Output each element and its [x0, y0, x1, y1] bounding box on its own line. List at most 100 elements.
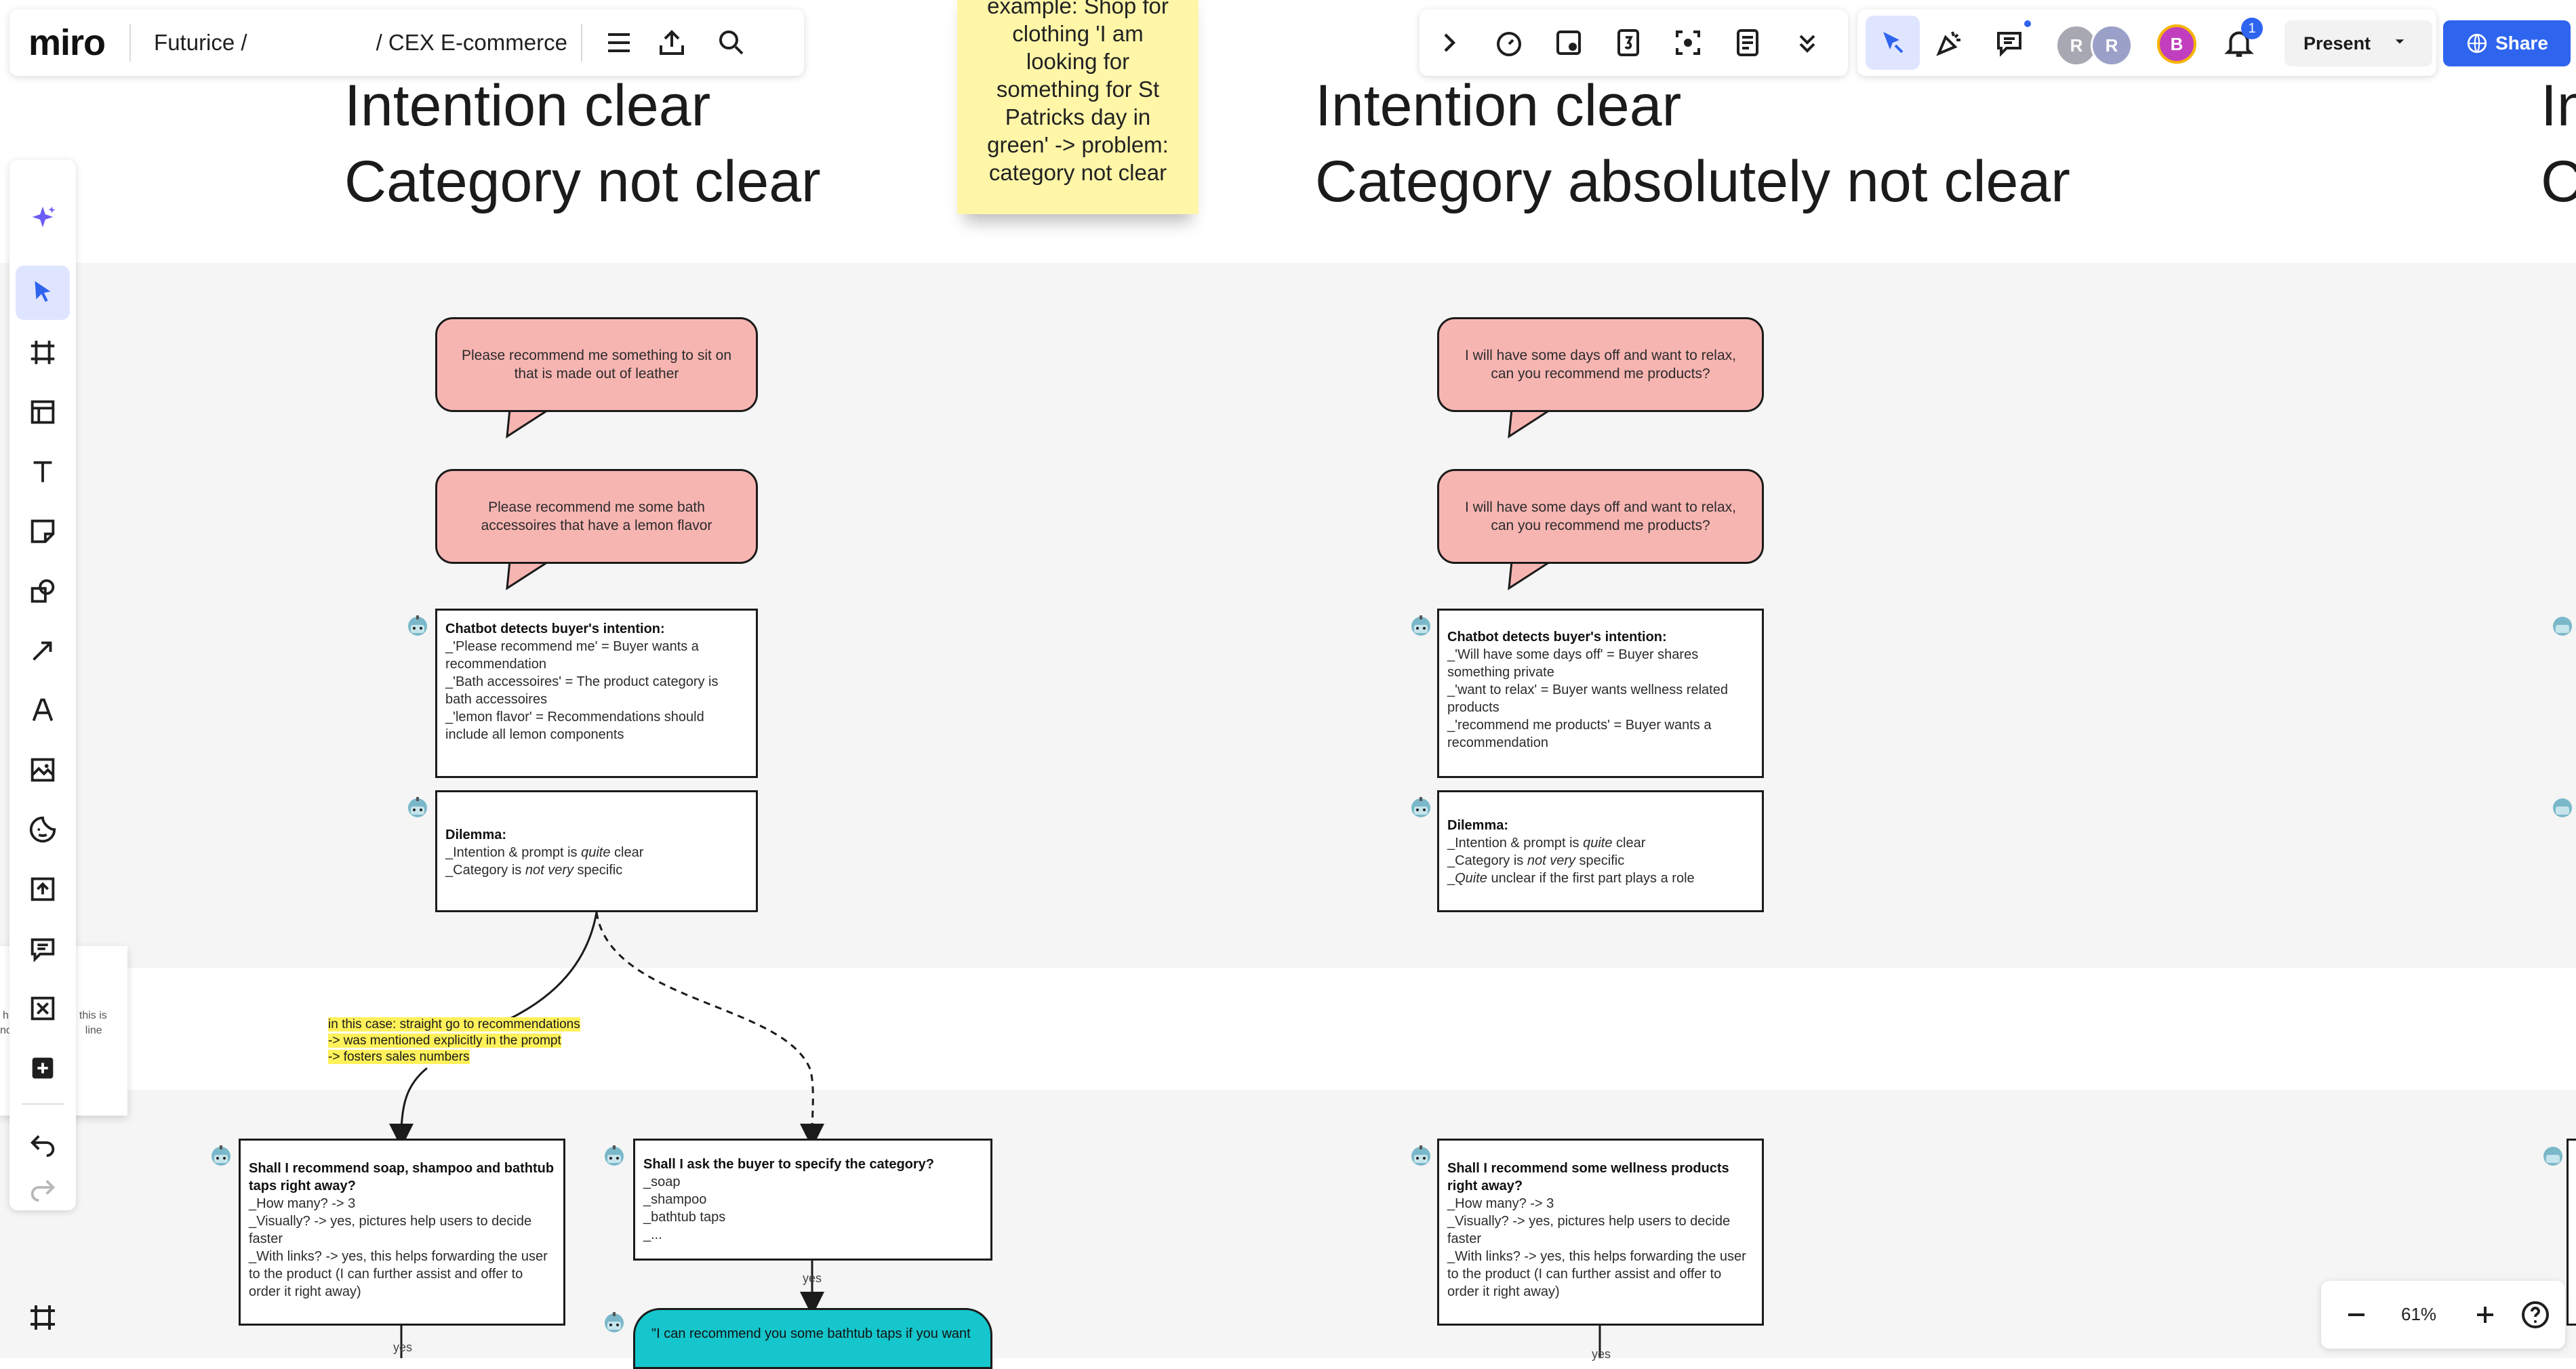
text-emphasis: quite	[581, 845, 611, 860]
present-label: Present	[2303, 33, 2371, 54]
col3-heading-line1[interactable]: In	[2541, 73, 2576, 138]
pen-tool-icon[interactable]	[16, 683, 70, 737]
reactions-icon[interactable]	[1920, 13, 1979, 73]
timer-icon[interactable]	[1479, 13, 1539, 73]
cyan-text: "I can recommend you some bathtub taps i…	[651, 1326, 971, 1341]
col1-cyan-response[interactable]: "I can recommend you some bathtub taps i…	[633, 1308, 992, 1369]
notes-icon[interactable]	[1718, 13, 1777, 73]
sticker-tool-icon[interactable]	[16, 802, 70, 857]
col1-highlight-note[interactable]: in this case: straight go to recommendat…	[328, 1017, 586, 1065]
divider	[580, 24, 582, 62]
col1-heading-line2[interactable]: Category not clear	[344, 149, 821, 214]
share-label: Share	[2495, 33, 2548, 54]
comment-tool-icon[interactable]	[16, 922, 70, 976]
col2-detect-title: Chatbot detects buyer's intention:	[1447, 630, 1667, 645]
col1-rec-yes-label: yes	[393, 1341, 413, 1354]
col2-dilemma-title: Dilemma:	[1447, 818, 1509, 833]
select-tool-icon[interactable]	[16, 266, 70, 320]
col2-bubble-1[interactable]: I will have some days off and want to re…	[1437, 317, 1764, 412]
bubble-tail	[506, 408, 550, 438]
crossed-box-tool-icon[interactable]	[16, 981, 70, 1036]
chevron-right-icon[interactable]	[1420, 13, 1479, 73]
col2-rec-line: _With links? -> yes, this helps forwardi…	[1447, 1249, 1746, 1299]
avatar[interactable]: R	[2055, 24, 2097, 66]
text-emphasis: not very	[525, 863, 573, 878]
present-button[interactable]: Present	[2285, 20, 2432, 66]
layout-tool-icon[interactable]	[16, 385, 70, 439]
col3-heading-line2[interactable]: C	[2541, 149, 2576, 214]
undo-icon[interactable]	[16, 1116, 70, 1170]
col2-rec-box[interactable]: Shall I recommend some wellness products…	[1437, 1139, 1764, 1326]
col1-heading-line1[interactable]: Intention clear	[344, 73, 711, 138]
comments-icon[interactable]	[1979, 13, 2039, 73]
zoom-out-icon[interactable]	[2340, 1299, 2373, 1331]
cursor-follow-icon[interactable]	[1866, 16, 1920, 70]
col1-rec-box[interactable]: Shall I recommend soap, shampoo and bath…	[239, 1139, 565, 1326]
board-title[interactable]: / CEX E-commerce	[376, 30, 567, 55]
col1-bubble-1-text: Please recommend me something to sit on …	[461, 348, 732, 382]
col1-detect-title: Chatbot detects buyer's intention:	[445, 621, 665, 636]
col1-rec-line: _With links? -> yes, this helps forwardi…	[249, 1249, 548, 1299]
col1-detect-line: _'lemon flavor' = Recommendations should…	[445, 710, 704, 742]
col1-rec-line: _How many? -> 3	[249, 1196, 356, 1211]
sticky-note-tool-icon[interactable]	[16, 504, 70, 558]
divider	[22, 1103, 64, 1105]
chevron-down-icon[interactable]	[2390, 32, 2410, 56]
zoom-in-icon[interactable]	[2469, 1299, 2501, 1331]
col1-bubble-1[interactable]: Please recommend me something to sit on …	[435, 317, 758, 412]
more-tools-icon[interactable]	[16, 1041, 70, 1095]
note-line: in this case: straight go to recommendat…	[328, 1017, 580, 1031]
upload-icon[interactable]	[642, 13, 702, 73]
bot-icon	[408, 797, 427, 817]
col1-ask-box[interactable]: Shall I ask the buyer to specify the cat…	[633, 1139, 992, 1261]
avatar[interactable]: R	[2091, 24, 2133, 66]
col2-detect-box[interactable]: Chatbot detects buyer's intention: _'Wil…	[1437, 609, 1764, 778]
bot-icon	[605, 1312, 624, 1332]
redo-icon[interactable]	[16, 1160, 70, 1214]
number-icon[interactable]	[1598, 13, 1658, 73]
frames-icon	[31, 1305, 55, 1330]
bot-icon	[408, 615, 427, 636]
card-icon[interactable]	[1539, 13, 1598, 73]
share-button[interactable]: Share	[2443, 20, 2571, 66]
menu-icon[interactable]	[596, 13, 642, 73]
col2-dilemma-box[interactable]: Dilemma: _Intention & prompt is quite cl…	[1437, 790, 1764, 912]
col1-detect-box[interactable]: Chatbot detects buyer's intention: _'Ple…	[435, 609, 758, 778]
avatar[interactable]: B	[2157, 24, 2196, 64]
bubble-tail	[1508, 560, 1552, 590]
col1-bubble-2[interactable]: Please recommend me some bath accessoire…	[435, 469, 758, 564]
zoom-level[interactable]: 61%	[2401, 1304, 2437, 1324]
col1-dilemma-box[interactable]: Dilemma: _Intention & prompt is quite cl…	[435, 790, 758, 912]
col2-bubble-2[interactable]: I will have some days off and want to re…	[1437, 469, 1764, 564]
col2-rec-line: _Visually? -> yes, pictures help users t…	[1447, 1214, 1731, 1246]
text-tool-icon[interactable]	[16, 445, 70, 499]
sticky-note[interactable]: example: Shop for clothing 'I am looking…	[957, 0, 1199, 214]
image-tool-icon[interactable]	[16, 743, 70, 797]
frame-tool-icon[interactable]	[16, 325, 70, 380]
double-chevron-down-icon[interactable]	[1777, 13, 1837, 73]
search-icon[interactable]	[702, 13, 761, 73]
col2-rec-line: _How many? -> 3	[1447, 1196, 1554, 1211]
col2-heading-line1[interactable]: Intention clear	[1315, 73, 1682, 138]
bot-icon	[212, 1145, 230, 1166]
frames-panel-button[interactable]	[9, 1289, 76, 1346]
col2-dilemma-line2: _Category is not very specific	[1447, 852, 1754, 870]
upload-tool-icon[interactable]	[16, 862, 70, 916]
text-part: specific	[573, 863, 623, 878]
comments-indicator-dot	[2024, 20, 2031, 27]
miro-logo[interactable]: miro	[28, 22, 106, 63]
ai-sparkle-icon[interactable]	[16, 191, 70, 245]
col1-rec-title: Shall I recommend soap, shampoo and bath…	[249, 1161, 555, 1193]
text-emphasis: Quite	[1455, 871, 1487, 886]
focus-icon[interactable]	[1658, 13, 1718, 73]
workspace-breadcrumb[interactable]: Futurice /	[154, 30, 247, 55]
bot-icon	[2553, 798, 2572, 817]
shapes-tool-icon[interactable]	[16, 564, 70, 618]
connector-tool-icon[interactable]	[16, 624, 70, 678]
col3-partial-box[interactable]	[2567, 1139, 2576, 1326]
help-icon[interactable]	[2519, 1299, 2552, 1331]
bot-icon	[1411, 797, 1430, 817]
col1-ask-option: _bathtub taps	[643, 1210, 726, 1225]
col2-heading-line2[interactable]: Category absolutely not clear	[1315, 149, 2070, 214]
